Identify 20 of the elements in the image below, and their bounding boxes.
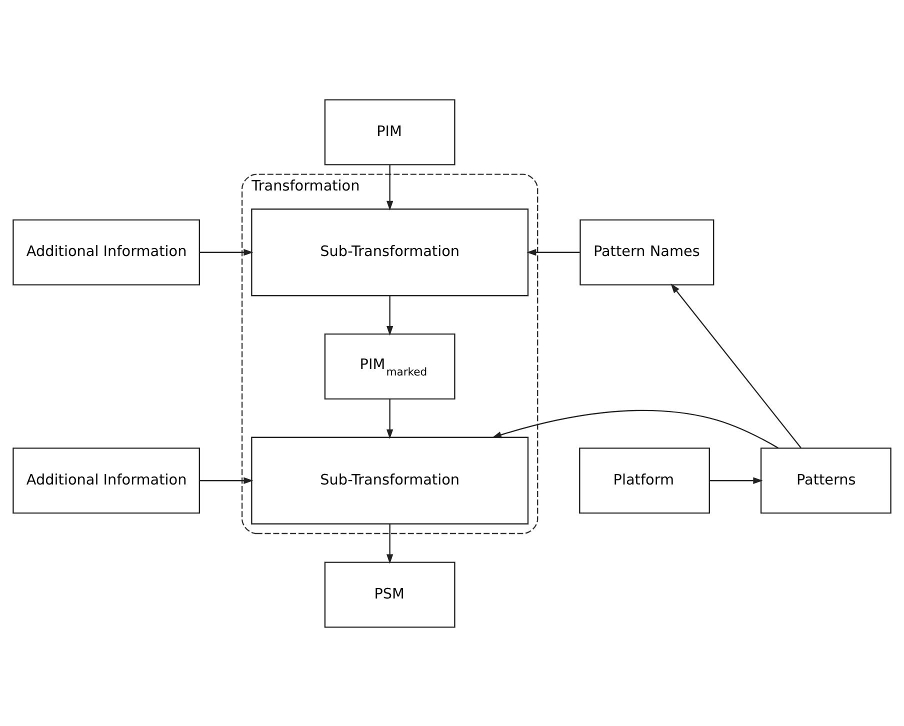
node-box: PIM xyxy=(324,98,456,165)
node-box: Platform xyxy=(579,447,710,514)
arrow xyxy=(386,398,394,438)
arrow xyxy=(386,295,394,336)
arrow xyxy=(492,409,779,448)
node-box: Additional Information xyxy=(12,447,200,514)
arrow xyxy=(200,476,254,484)
node-box: Patterns xyxy=(760,447,892,514)
arrow xyxy=(526,248,580,256)
node-box: PIM$_{marked}$ xyxy=(324,332,456,400)
node-box: Sub-Transformation xyxy=(251,436,529,524)
arrow xyxy=(386,164,394,210)
arrow xyxy=(386,524,394,564)
node-box: Pattern Names xyxy=(580,218,714,285)
node-box: PSM xyxy=(324,561,456,628)
arrow xyxy=(710,476,763,484)
arrow xyxy=(200,248,254,256)
node-box: Sub-Transformation xyxy=(251,208,529,296)
node-box: Additional Information xyxy=(12,218,200,285)
arrow xyxy=(670,283,802,448)
